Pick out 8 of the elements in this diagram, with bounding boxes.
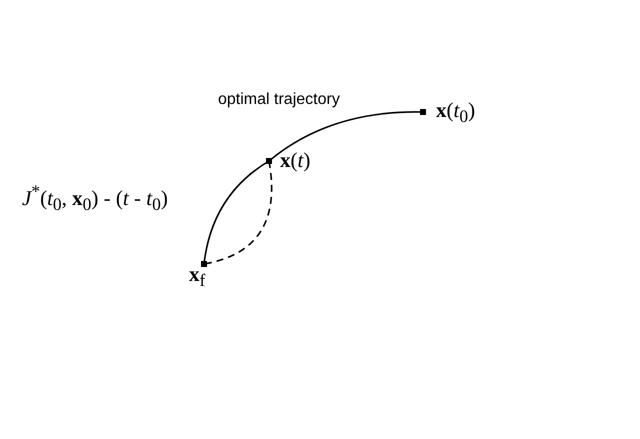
caption-text: optimal trajectory <box>218 92 340 108</box>
point-marker <box>420 109 426 115</box>
cost-formula: J$^{*}$(t$_{0}$, x$_{0}$) - (t - t$_{0}$) <box>22 183 168 214</box>
point-marker <box>201 261 207 267</box>
point-label: x$_{f}$ <box>189 264 206 290</box>
point-label: x(t$_{0}$) <box>436 100 476 126</box>
point-marker <box>266 158 272 164</box>
point-label: x(t) <box>280 150 310 171</box>
